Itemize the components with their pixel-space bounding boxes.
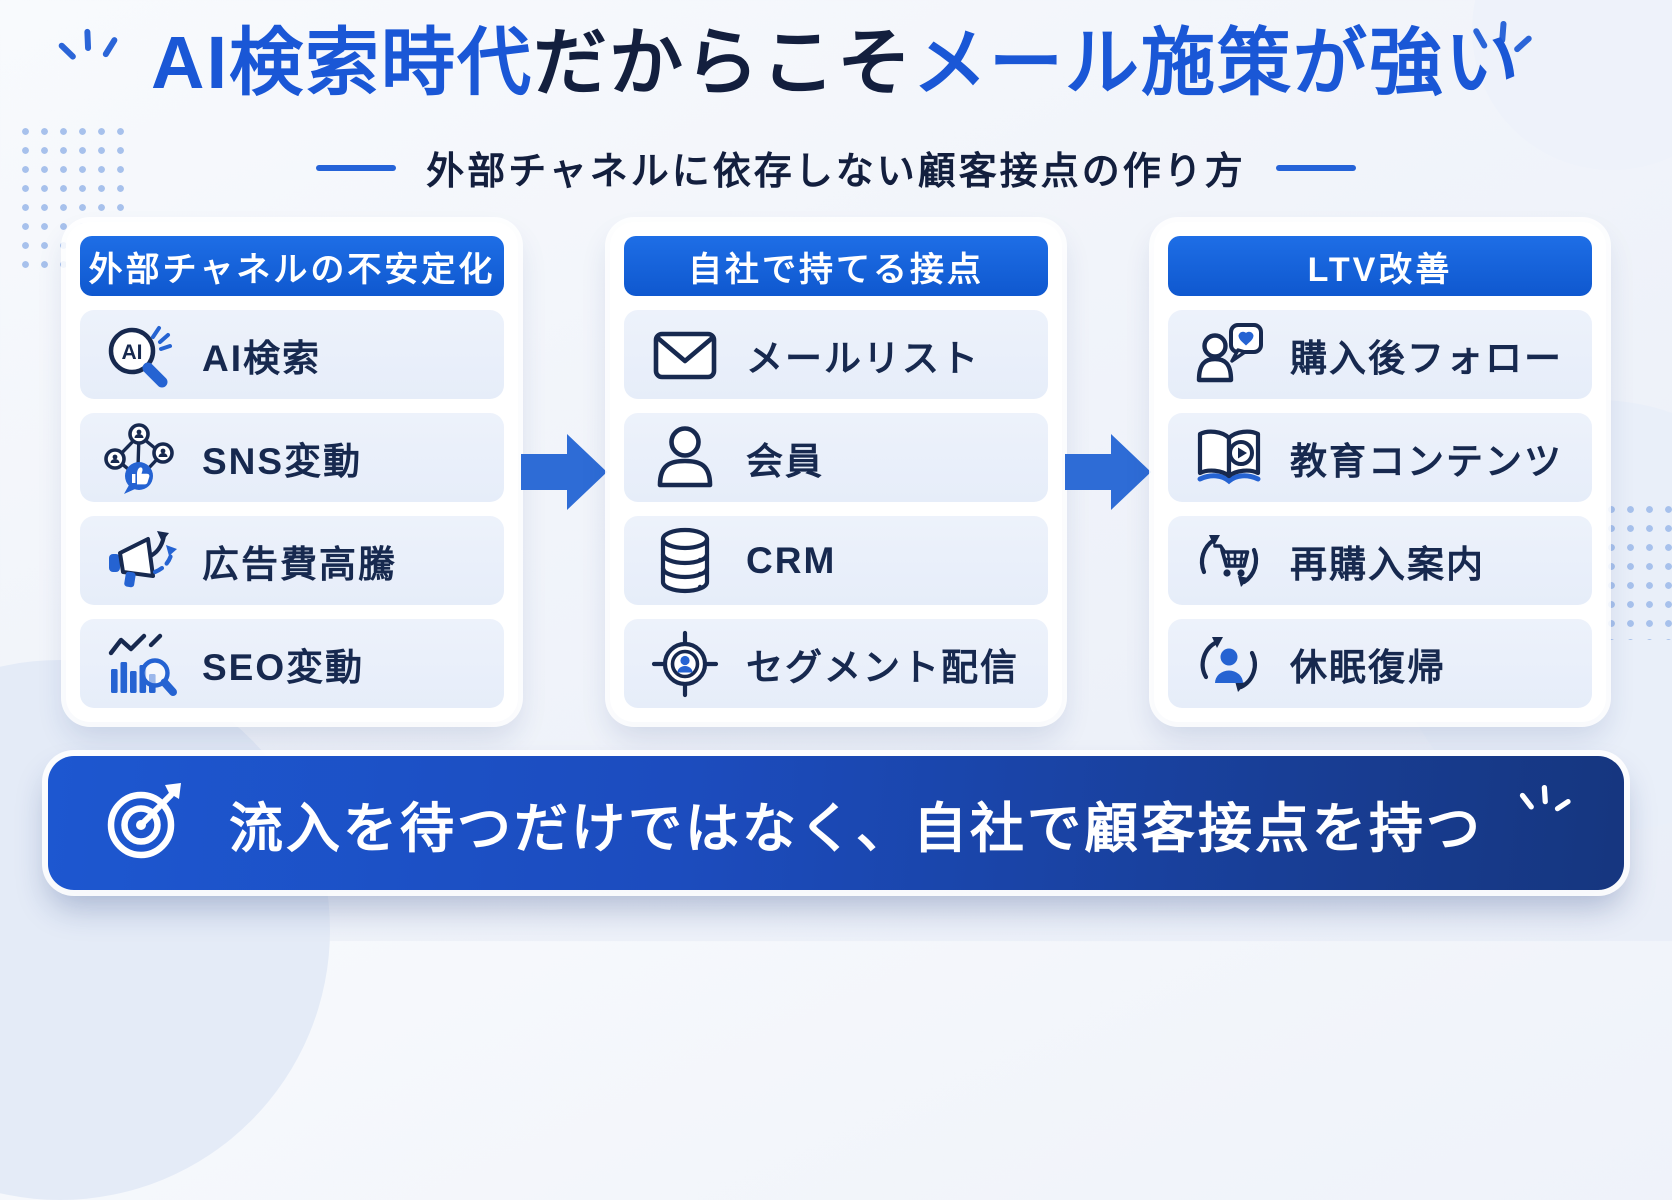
- flow-gap: [1062, 222, 1154, 722]
- item-label: 購入後フォロー: [1290, 337, 1563, 379]
- item-label: AI検索: [202, 337, 321, 379]
- sparkle-icon: [58, 28, 118, 60]
- item-label: 広告費高騰: [202, 543, 397, 585]
- item-label: メールリスト: [746, 337, 980, 379]
- list-item-seo: SEO変動: [80, 619, 504, 708]
- svg-text:AI: AI: [122, 341, 143, 364]
- flow-gap: [518, 222, 610, 722]
- item-label: CRM: [746, 539, 837, 581]
- list-item-crm: CRM: [624, 516, 1048, 605]
- megaphone-icon: [109, 530, 177, 587]
- subtitle-text: 外部チャネルに依存しない顧客接点の作り方: [426, 151, 1246, 193]
- sparkle-icon: [1473, 20, 1532, 53]
- item-label: 再購入案内: [1290, 543, 1485, 585]
- segment-target-icon: [651, 630, 719, 697]
- list-item-repurchase-guide: 再購入案内: [1168, 516, 1592, 605]
- seo-chart-icon: [108, 633, 177, 696]
- flow-arrow-icon: [521, 434, 607, 510]
- item-label: セグメント配信: [746, 646, 1019, 688]
- mail-icon: [653, 331, 717, 379]
- repurchase-cart-icon: [1199, 534, 1259, 587]
- flow-columns: 外部チャネルの不安定化 AI AI検索: [66, 222, 1606, 722]
- item-label: 休眠復帰: [1290, 646, 1446, 688]
- page-title: AI検索時代だからこそメール施策が強い: [0, 22, 1672, 103]
- list-item-education-content: 教育コンテンツ: [1168, 413, 1592, 502]
- card-header: 自社で持てる接点: [624, 236, 1048, 296]
- crm-database-icon: [660, 527, 710, 593]
- card-external-channels: 外部チャネルの不安定化 AI AI検索: [66, 222, 518, 722]
- dot-grid-decoration: [1602, 500, 1672, 640]
- member-icon: [657, 425, 713, 487]
- title-part-email-strong: メール施策が強い: [913, 21, 1521, 104]
- corner-blob-decoration: [0, 660, 330, 1200]
- list-item-ad-cost: 広告費高騰: [80, 516, 504, 605]
- item-label: SNS変動: [202, 440, 363, 482]
- list-item-mail-list: メールリスト: [624, 310, 1048, 399]
- dormant-return-icon: [1200, 636, 1257, 692]
- subtitle-row: 外部チャネルに依存しない顧客接点の作り方: [0, 140, 1672, 195]
- list-item-member: 会員: [624, 413, 1048, 502]
- list-item-dormant-return: 休眠復帰: [1168, 619, 1592, 708]
- education-book-icon: [1197, 429, 1261, 484]
- list-item-segment-delivery: セグメント配信: [624, 619, 1048, 708]
- card-ltv-improvement: LTV改善 購入後フォロー: [1154, 222, 1606, 722]
- item-label: 教育コンテンツ: [1290, 440, 1563, 482]
- title-part-connector: だからこそ: [533, 21, 913, 104]
- conclusion-banner: 流入を待つだけではなく、自社で顧客接点を持つ: [48, 756, 1624, 890]
- item-label: 会員: [746, 440, 824, 482]
- subtitle-dash: [316, 164, 397, 171]
- list-item-ai-search: AI AI検索: [80, 310, 504, 399]
- target-dart-icon: [107, 783, 181, 859]
- follow-heart-icon: [1196, 322, 1263, 382]
- ai-search-icon: AI: [108, 325, 172, 387]
- card-header: LTV改善: [1168, 236, 1592, 296]
- title-part-ai-search-era: AI検索時代: [151, 21, 533, 104]
- sns-network-icon: [104, 422, 174, 494]
- card-header: 外部チャネルの不安定化: [80, 236, 504, 296]
- flow-arrow-icon: [1065, 434, 1151, 510]
- item-label: SEO変動: [202, 646, 365, 688]
- list-item-post-purchase-follow: 購入後フォロー: [1168, 310, 1592, 399]
- list-item-sns: SNS変動: [80, 413, 504, 502]
- card-owned-touchpoints: 自社で持てる接点 メールリスト 会員: [610, 222, 1062, 722]
- subtitle-dash: [1275, 164, 1356, 171]
- banner-text: 流入を待つだけではなく、自社で顧客接点を持つ: [229, 798, 1483, 859]
- sparkle-icon: [1519, 785, 1571, 812]
